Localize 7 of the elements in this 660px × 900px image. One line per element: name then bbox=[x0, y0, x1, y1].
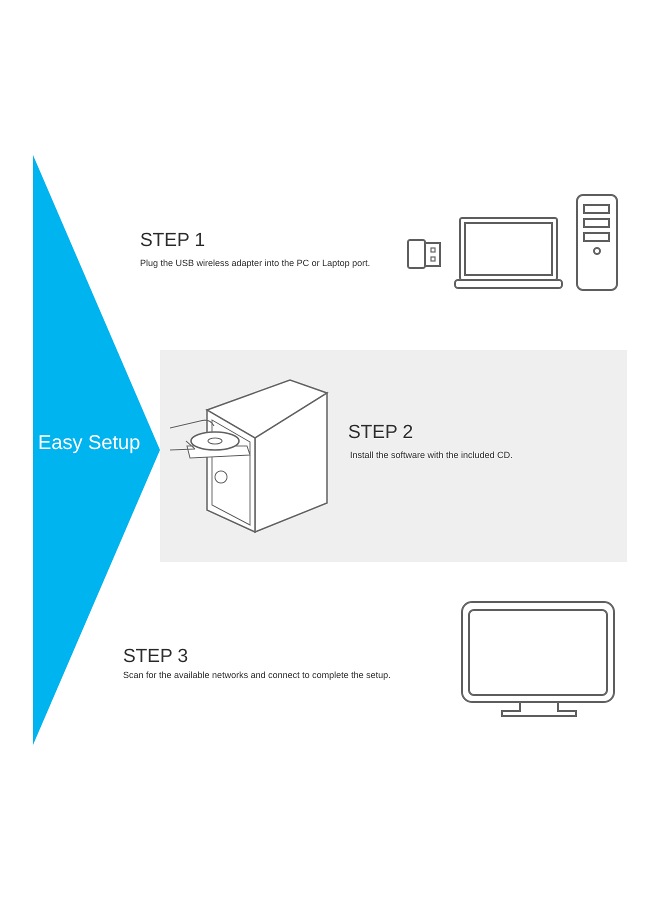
step-heading: STEP 2 bbox=[348, 422, 414, 444]
step-description: Plug the USB wireless adapter into the PC or Laptop port. bbox=[140, 258, 370, 268]
step-heading: STEP 1 bbox=[140, 230, 206, 252]
step-description: Install the software with the included CD. bbox=[350, 450, 513, 460]
title-text: Easy Setup bbox=[38, 432, 140, 455]
step-description: Scan for the available networks and connect to complete the setup. bbox=[123, 670, 391, 680]
step-heading: STEP 3 bbox=[123, 646, 188, 668]
